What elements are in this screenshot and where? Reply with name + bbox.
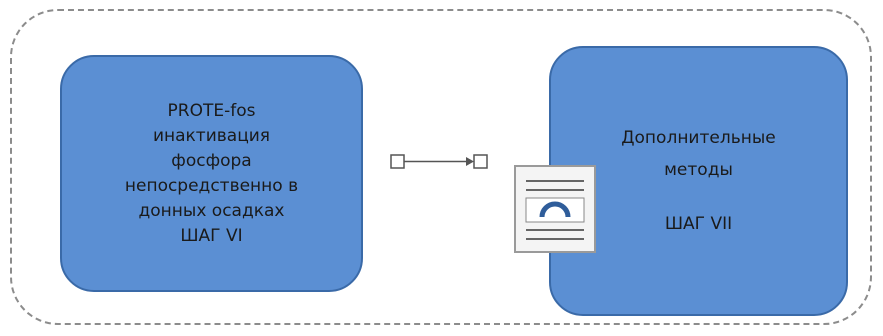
step-vi-line-2: инактивация [152,125,271,146]
step-vi-line-4: непосредственно в [124,175,299,196]
step-vii-label: ШАГ VII [664,214,733,234]
connector-arrow-icon[interactable] [384,148,494,180]
step-vi-line-1: PROTE-fos [167,100,256,121]
step-vi-line-5: донных осадках [138,200,285,221]
step-vi-label: ШАГ VI [180,225,243,246]
step-vi-box[interactable]: PROTE-fos инактивация фосфора непосредст… [60,55,363,292]
step-vi-line-3: фосфора [171,150,252,171]
group-frame [10,9,872,325]
step-vii-box[interactable]: Дополнительные методы ШАГ VII [549,46,848,316]
layout-options-icon[interactable] [514,165,596,257]
step-vii-line-2: методы [664,160,733,180]
step-vii-line-1: Дополнительные [621,128,776,148]
